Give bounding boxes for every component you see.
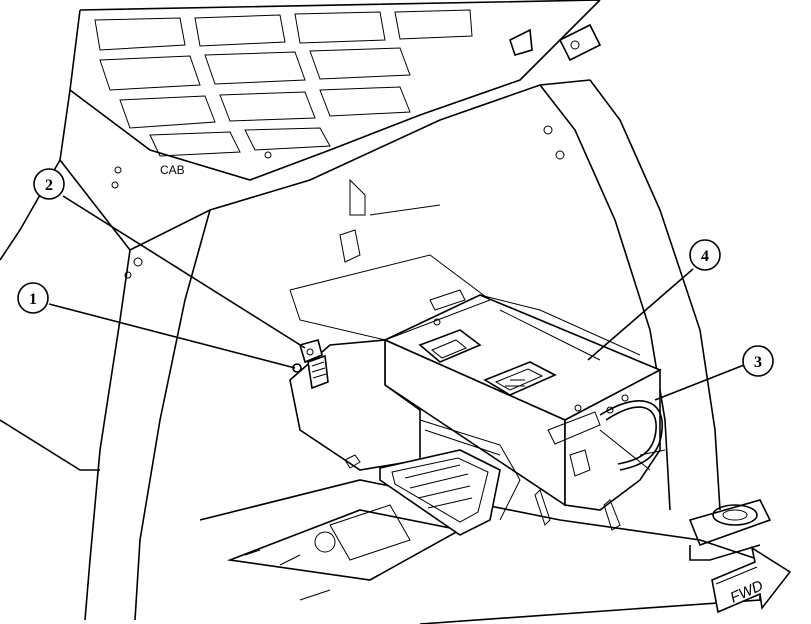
part-3-hose [547,394,666,531]
leader-lines [48,195,745,401]
callout-4-number: 4 [701,248,709,265]
cab-label: CAB [160,163,185,177]
heater-housing [289,254,662,511]
callout-2: 2 [33,168,65,200]
floor-structure [199,479,772,624]
callout-3: 3 [742,345,774,377]
cab-roof-grid [69,0,602,181]
callout-1-number: 1 [29,291,37,308]
callout-2-number: 2 [45,177,53,194]
part-2-bracket [299,339,329,390]
callout-1: 1 [17,282,49,314]
callout-3-number: 3 [754,354,762,371]
callout-4: 4 [689,239,721,271]
